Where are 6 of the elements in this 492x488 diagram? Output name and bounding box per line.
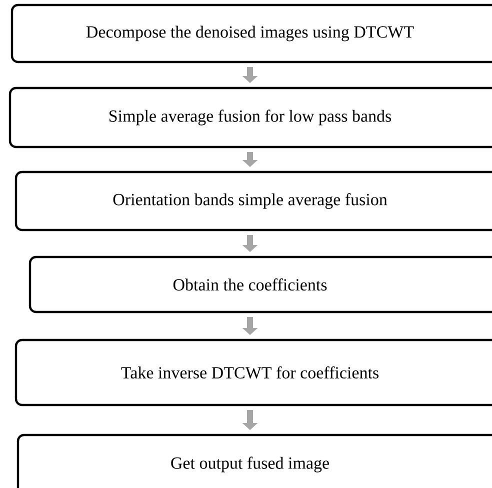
process-box: Get output fused image	[16, 434, 492, 488]
process-box: Orientation bands simple average fusion	[14, 170, 492, 232]
process-box: Simple average fusion for low pass bands	[8, 86, 492, 148]
process-box: Obtain the coefficients	[28, 256, 492, 314]
process-box: Take inverse DTCWT for coefficients	[14, 338, 492, 406]
process-box: Decompose the denoised images using DTCWT	[10, 4, 492, 64]
